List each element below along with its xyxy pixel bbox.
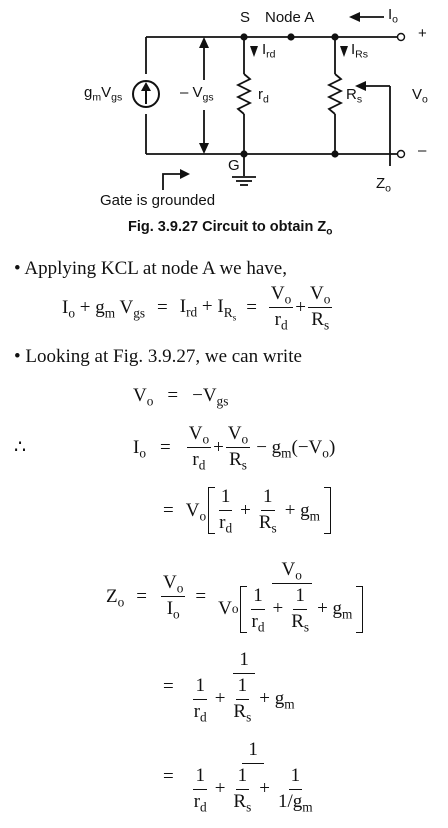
label-ird: Ird [262,41,276,61]
label-node-a: Node A [265,9,315,26]
label-g: G [228,157,240,174]
label-io: Io [388,6,399,26]
bullet-looking: • Looking at Fig. 3.9.27, we can write [14,346,302,367]
label-irs: IRs [351,41,369,61]
label-minus-vgs: – Vgs [180,84,214,104]
therefore-symbol: ∴ [14,437,27,458]
label-rs: Rs [346,86,363,106]
label-s: S [240,9,251,26]
bullet-kcl: • Applying KCL at node A we have, [14,258,287,279]
label-minus: – [418,142,427,159]
label-vo: Vo [412,86,428,106]
circuit-diagram [132,12,406,190]
label-gate-grounded: Gate is grounded [100,192,216,209]
equation-vo: Vo = −Vgs [133,385,229,409]
label-zo: Zo [376,175,392,195]
figure-caption: Fig. 3.9.27 Circuit to obtain Zo [128,219,333,238]
label-rd: rd [258,86,269,106]
label-plus: + [418,25,427,42]
label-gm-vgs: gmVgs [84,84,123,104]
